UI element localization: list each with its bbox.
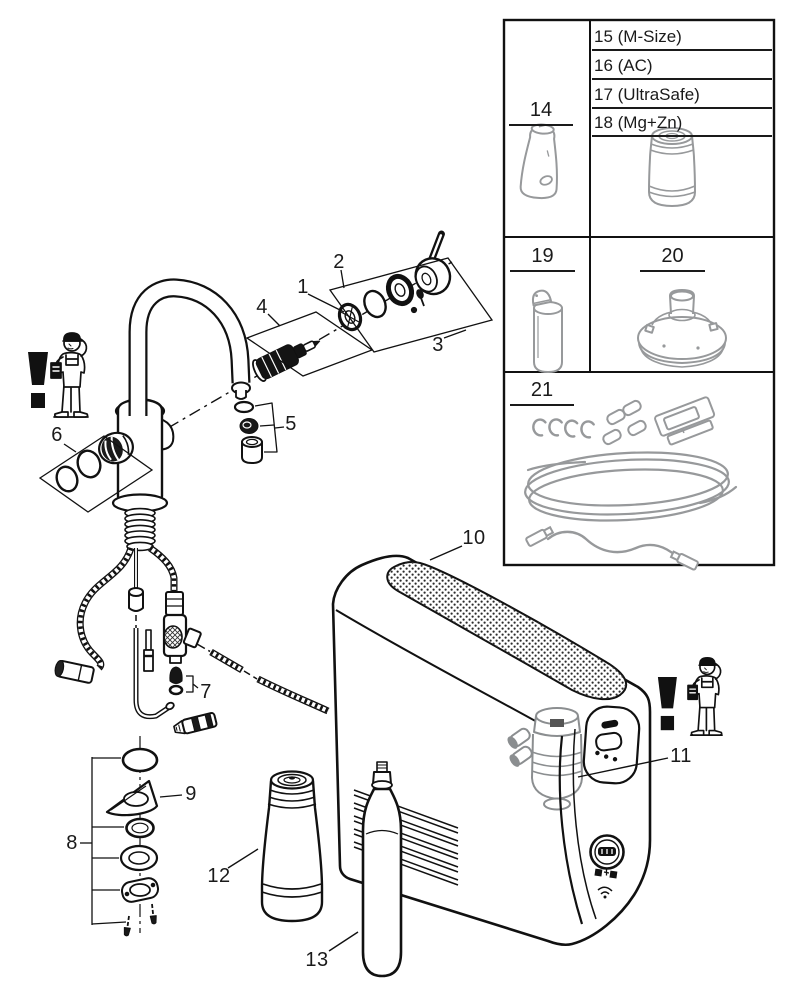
bracket-5 — [254, 402, 285, 453]
cartridge — [252, 340, 321, 382]
retaining-clips — [532, 418, 595, 439]
connection-cable — [525, 525, 699, 571]
warning-exclamation-right — [657, 677, 677, 731]
installer-icon-left — [50, 332, 89, 418]
callout-leader-lines — [227, 545, 669, 952]
part-21-install-kit — [524, 396, 738, 571]
callout-7: 7 — [200, 681, 212, 703]
cooler-filter-head — [507, 707, 583, 811]
cartridge-exploded-group — [252, 230, 452, 382]
part-20-filter-head — [637, 289, 727, 368]
seal-ring-dark — [385, 273, 415, 307]
installer-icon-right — [687, 657, 723, 736]
part-15-18-filter-cartridge — [648, 127, 696, 207]
callout-8: 8 — [66, 832, 78, 854]
outlet-fitting — [173, 712, 218, 735]
callout-leader-lines-top — [245, 257, 494, 377]
mounting-bracket — [654, 396, 716, 446]
filter-variant-18: 18 (Mg+Zn) — [592, 113, 772, 137]
callout-5: 5 — [285, 413, 297, 435]
hose-connectors — [602, 399, 647, 446]
cooler-unit — [331, 554, 652, 947]
left-braided-hose — [54, 546, 135, 684]
hose-to-cooler — [196, 643, 330, 715]
kitchen-faucet — [98, 278, 251, 552]
faucet-spout — [128, 278, 251, 416]
cap-screw — [410, 289, 425, 314]
aerator-sleeve — [241, 436, 263, 464]
coiled-hose — [524, 451, 738, 522]
leader-13 — [328, 931, 359, 952]
spout-outlet — [231, 381, 251, 400]
cooler-corner-edge-2 — [572, 728, 597, 920]
co2-bottle-body — [361, 787, 403, 978]
part-7-seals — [168, 666, 199, 696]
callout-2: 2 — [333, 251, 345, 273]
callout-1: 1 — [297, 276, 309, 298]
filter-variant-16: 16 (AC) — [592, 56, 772, 80]
wifi-icon — [597, 886, 613, 899]
callout-6: 6 — [51, 424, 63, 446]
leader-11 — [577, 757, 669, 778]
mounting-stack — [80, 736, 183, 937]
hose-assembly — [54, 545, 330, 735]
parts-box — [502, 18, 776, 567]
explosion-axis-line — [167, 261, 453, 429]
ring-6a — [55, 465, 79, 493]
aerator-insert — [239, 418, 259, 434]
sensor-cable-pin — [143, 629, 154, 672]
label-14: 14 — [509, 100, 573, 126]
aerator-group — [233, 400, 285, 464]
callout-13: 13 — [305, 949, 329, 971]
parts-box-border — [502, 18, 776, 567]
part-19-co2-cartridge — [531, 289, 563, 373]
handle-cap — [414, 230, 452, 296]
leader-10 — [429, 545, 463, 561]
filter-variant-17: 17 (UltraSafe) — [592, 85, 772, 109]
leader-12 — [227, 848, 259, 869]
faucet-handle-knob — [98, 431, 134, 465]
aerator-o-ring — [233, 400, 255, 414]
callout-4: 4 — [256, 296, 268, 318]
o-ring-mid — [125, 817, 155, 839]
part-14-cleaning-bottle — [519, 123, 558, 200]
right-braided-hose — [147, 545, 178, 592]
group-outline-6 — [38, 435, 154, 513]
ring-6b — [76, 449, 102, 479]
washer — [119, 844, 159, 872]
mounting-flange — [120, 877, 160, 903]
callout-3: 3 — [432, 334, 444, 356]
o-ring — [363, 289, 387, 319]
group-outline-4 — [245, 311, 374, 377]
filter-variant-15: 15 (M-Size) — [592, 27, 772, 51]
label-21: 21 — [510, 380, 574, 406]
t-valve — [162, 591, 202, 664]
callout-12: 12 — [207, 865, 231, 887]
cooler-control-panel — [582, 705, 641, 785]
faucet-coil-section — [124, 507, 156, 552]
warning-exclamation-left — [28, 352, 48, 408]
callout-10: 10 — [462, 527, 486, 549]
callout-9: 9 — [185, 783, 197, 805]
base-o-ring — [121, 747, 159, 773]
filter-co2-icon — [594, 868, 618, 879]
group-outline-2-3 — [328, 257, 494, 353]
label-20: 20 — [640, 246, 705, 272]
cooler-front-button — [589, 834, 625, 899]
filter-cartridge-12 — [260, 770, 324, 923]
cooler-top-vent-dots — [387, 562, 627, 700]
center-supply-tube — [128, 548, 175, 720]
co2-bottle-13 — [361, 761, 403, 978]
co2-valve — [371, 761, 393, 790]
cooler-corner-edge-1 — [558, 735, 584, 925]
callout-11: 11 — [670, 745, 692, 767]
label-19: 19 — [510, 246, 575, 272]
leader-9 — [159, 794, 183, 798]
bracket-8 — [80, 757, 127, 925]
handle-rings-group — [38, 435, 154, 513]
stabilizer-plate-9 — [105, 779, 159, 817]
